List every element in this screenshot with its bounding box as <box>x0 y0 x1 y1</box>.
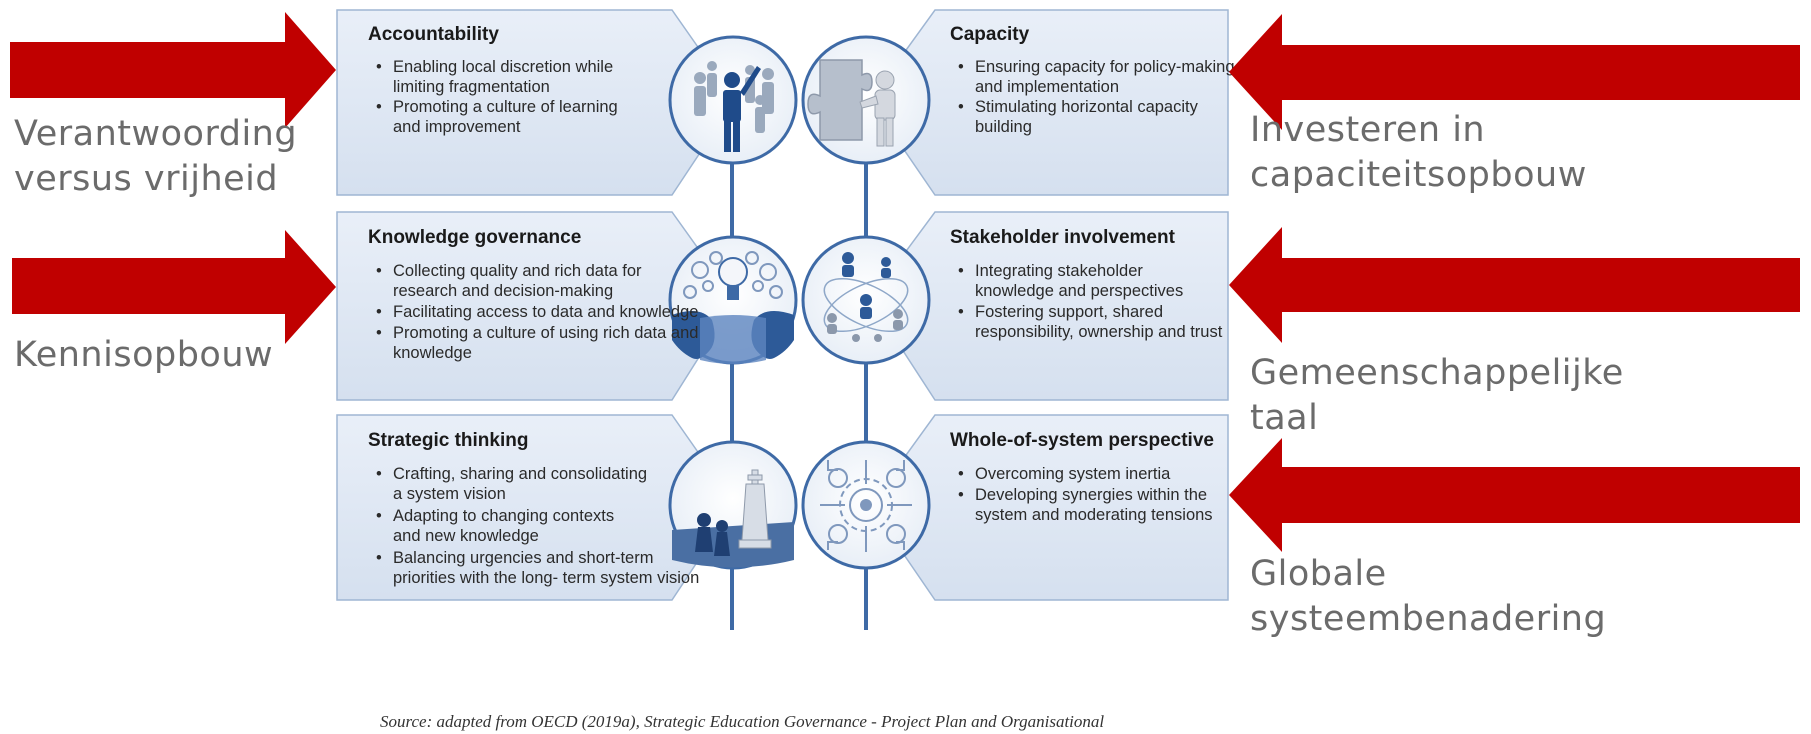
annotation-right-3: Globale systeembenadering <box>1250 552 1606 642</box>
panel-text-whole-system: Whole-of-system perspective • Overcoming… <box>950 430 1214 524</box>
annotation-line: taal <box>1250 398 1319 438</box>
bullet-line: Adapting to changing contexts <box>393 507 614 525</box>
bullet-line: building <box>975 118 1032 136</box>
panel-text-stakeholder: Stakeholder involvement • Integrating st… <box>950 227 1223 341</box>
panel-text-knowledge: Knowledge governance • Collecting qualit… <box>368 227 698 362</box>
bullet-line: priorities with the long- term system vi… <box>393 569 699 587</box>
bullet-dot: • <box>958 303 964 321</box>
bullet-dot: • <box>376 262 382 280</box>
bullet-line: Integrating stakeholder <box>975 262 1143 280</box>
arrow-left-icon <box>1229 438 1800 552</box>
bullet-dot: • <box>376 58 382 76</box>
panel-title-accountability: Accountability <box>368 24 499 45</box>
network-people-icon <box>801 235 931 365</box>
annotation-line: systeembenadering <box>1250 599 1607 639</box>
bullet-line: knowledge <box>393 344 472 362</box>
bullet-line: Collecting quality and rich data for <box>393 262 642 280</box>
panel-title-whole-system: Whole-of-system perspective <box>950 430 1214 451</box>
bullet-line: Developing synergies within the <box>975 486 1207 504</box>
bullet-line: research and decision-making <box>393 282 613 300</box>
puzzle-figure-icon <box>801 35 931 165</box>
panel-text-accountability: Accountability • Enabling local discreti… <box>368 24 618 136</box>
annotation-arrows <box>10 12 1800 552</box>
gears-circuit-icon <box>801 440 931 570</box>
arrow-left-icon <box>1229 14 1800 130</box>
bullet-line: system and moderating tensions <box>975 506 1213 524</box>
bullet-line: Promoting a culture of using rich data a… <box>393 324 698 342</box>
bullet-line: Fostering support, shared <box>975 303 1163 321</box>
bullet-line: Crafting, sharing and consolidating <box>393 465 647 483</box>
annotation-line: Kennisopbouw <box>14 335 274 375</box>
bullet-line: Stimulating horizontal capacity <box>975 98 1199 116</box>
panel-text-capacity: Capacity • Ensuring capacity for policy-… <box>950 24 1235 136</box>
panel-title-capacity: Capacity <box>950 24 1030 45</box>
bullet-line: Facilitating access to data and knowledg… <box>393 303 698 321</box>
bullet-dot: • <box>958 58 964 76</box>
panel-title-knowledge: Knowledge governance <box>368 227 581 248</box>
bullet-line: Ensuring capacity for policy-making <box>975 58 1235 76</box>
bullet-line: and improvement <box>393 118 521 136</box>
bullet-dot: • <box>376 507 382 525</box>
bullet-line: Promoting a culture of learning <box>393 98 618 116</box>
bullet-dot: • <box>376 303 382 321</box>
annotation-left-1: Verantwoording versus vrijheid <box>14 112 297 202</box>
bullet-dot: • <box>958 98 964 116</box>
annotation-line: versus vrijheid <box>14 159 279 199</box>
annotation-right-1: Investeren in capaciteitsopbouw <box>1250 108 1587 198</box>
source-caption: Source: adapted from OECD (2019a), Strat… <box>380 712 1105 731</box>
arrow-right-icon <box>10 12 336 128</box>
people-leader-icon <box>668 35 798 165</box>
bullet-line: Balancing urgencies and short-term <box>393 549 653 567</box>
panel-title-stakeholder: Stakeholder involvement <box>950 227 1176 248</box>
bullet-line: limiting fragmentation <box>393 78 550 96</box>
arrow-right-icon <box>12 230 336 344</box>
bullet-dot: • <box>376 465 382 483</box>
bullet-line: responsibility, ownership and trust <box>975 323 1223 341</box>
annotation-line: Gemeenschappelijke <box>1250 353 1624 393</box>
bullet-dot: • <box>958 486 964 504</box>
bullet-line: and new knowledge <box>393 527 539 545</box>
bullet-line: Overcoming system inertia <box>975 465 1171 483</box>
bullet-line: and implementation <box>975 78 1119 96</box>
annotation-right-2: Gemeenschappelijke taal <box>1250 351 1624 441</box>
annotation-line: capaciteitsopbouw <box>1250 155 1587 195</box>
bullet-dot: • <box>958 465 964 483</box>
bullet-dot: • <box>958 262 964 280</box>
bullet-dot: • <box>376 324 382 342</box>
bullet-dot: • <box>376 549 382 567</box>
annotation-line: Investeren in <box>1250 110 1486 150</box>
bullet-dot: • <box>376 98 382 116</box>
annotation-line: Globale <box>1250 554 1387 594</box>
panel-text-strategic: Strategic thinking • Crafting, sharing a… <box>368 430 699 587</box>
bullet-line: a system vision <box>393 485 506 503</box>
panel-title-strategic: Strategic thinking <box>368 430 528 451</box>
annotation-line: Verantwoording <box>14 114 298 154</box>
arrow-left-icon <box>1229 227 1800 343</box>
bullet-line: knowledge and perspectives <box>975 282 1183 300</box>
chess-pieces-icon <box>668 440 798 570</box>
lightbulb-gears-heads-icon <box>668 235 798 365</box>
bullet-line: Enabling local discretion while <box>393 58 613 76</box>
annotation-left-2: Kennisopbouw <box>14 333 273 378</box>
